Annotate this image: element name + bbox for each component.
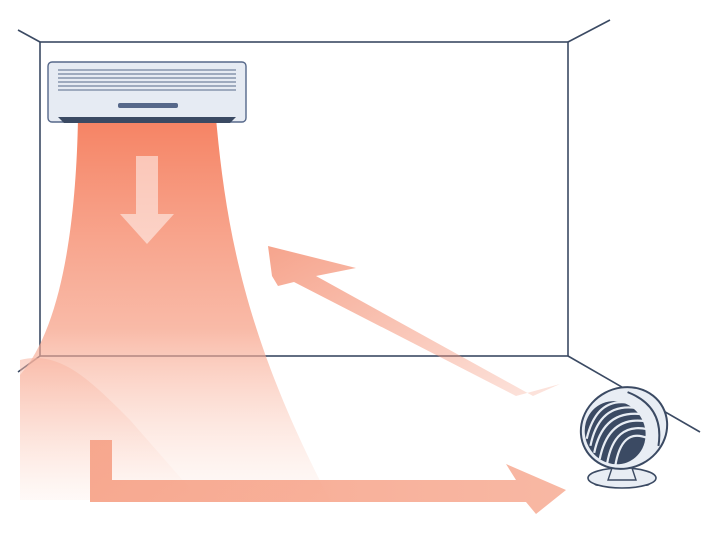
warm-air-spread [20,358,200,500]
airflow-arrow-icon [90,440,566,514]
down-arrow-icon [120,156,174,244]
air-conditioner-icon [47,61,247,123]
circulator-fan-icon [579,386,669,489]
airflow-arrow-icon [268,246,560,396]
